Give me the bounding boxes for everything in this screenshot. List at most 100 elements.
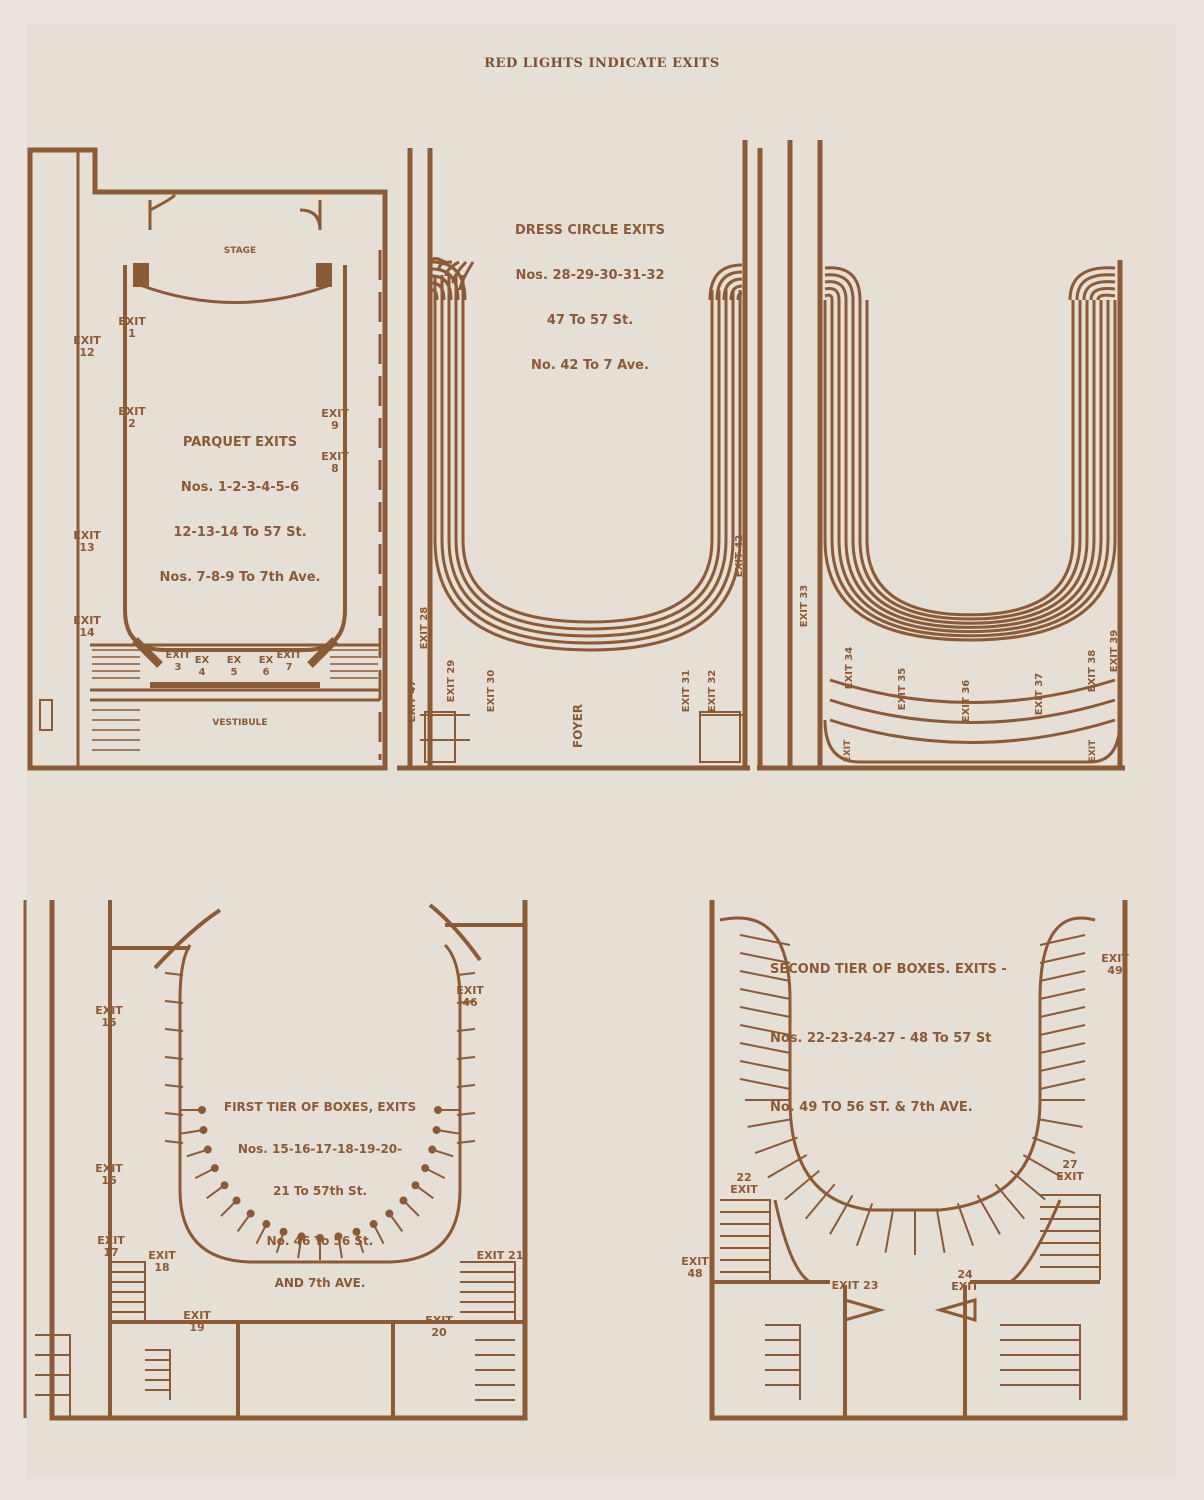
box-partition: [739, 1024, 791, 1036]
tier-line: [1096, 293, 1116, 301]
box-partition: [164, 1000, 184, 1004]
tier-line: [431, 260, 467, 301]
box-partition: [456, 1028, 476, 1032]
box-partition: [739, 952, 791, 964]
tier-line: [722, 277, 743, 301]
paper-page: [26, 24, 1176, 1479]
box-light-marker: [203, 1145, 212, 1154]
exit-label: EXIT 35: [897, 667, 908, 711]
box-partition: [976, 1194, 1001, 1235]
box-partition: [739, 934, 791, 946]
caption-line: 21 To 57th St.: [273, 1184, 367, 1198]
box-partition: [739, 1078, 791, 1090]
box-partition: [747, 1118, 793, 1128]
tier-line: [1082, 280, 1116, 301]
stage-label: STAGE: [223, 246, 257, 256]
box-partition: [456, 1112, 476, 1116]
caption-line: FIRST TIER OF BOXES, EXITS: [223, 1100, 417, 1114]
tier-line: [824, 273, 855, 301]
tier-line: [830, 300, 1110, 638]
caption-line: Nos. 7-8-9 To 7th Ave.: [159, 570, 321, 585]
box-light-marker: [199, 1126, 208, 1135]
caption-line: No. 49 TO 56 ST. & 7th AVE.: [770, 1100, 973, 1115]
tier-line: [865, 300, 1075, 617]
exit-label: EX 5: [226, 655, 242, 678]
box-partition: [1010, 1169, 1046, 1201]
exit-label: EXIT 18: [148, 1249, 176, 1274]
caption-line: DRESS CIRCLE EXITS: [515, 223, 665, 238]
box-partition: [456, 1140, 476, 1144]
tier-line: [431, 267, 460, 301]
exit-label: EXIT 19: [183, 1309, 211, 1334]
box-partition: [1039, 1078, 1086, 1090]
caption-line: AND 7th AVE.: [274, 1276, 366, 1290]
page-title: RED LIGHTS INDICATE EXITS: [484, 56, 720, 71]
tier-line: [715, 270, 743, 301]
caption-line: 12-13-14 To 57 St.: [173, 525, 307, 540]
tier-line: [431, 281, 446, 301]
first-tier-caption: FIRST TIER OF BOXES, EXITS Nos. 15-16-17…: [215, 1072, 425, 1304]
box-light-marker: [220, 1181, 229, 1190]
box-partition: [956, 1203, 975, 1246]
exit-label: 24 EXIT: [951, 1268, 979, 1293]
box-partition: [164, 1140, 184, 1144]
parquet-plan: [27, 147, 388, 771]
exit-label: EXIT: [1088, 739, 1098, 763]
box-partition: [767, 1154, 808, 1179]
dress-circle-caption: DRESS CIRCLE EXITS Nos. 28-29-30-31-32 4…: [480, 193, 700, 388]
box-partition: [884, 1208, 895, 1253]
box-partition: [739, 988, 791, 1000]
box-light-marker: [334, 1232, 343, 1241]
parquet-caption: PARQUET EXITS Nos. 1-2-3-4-5-6 12-13-14 …: [140, 405, 340, 600]
caption-line: No. 42 To 7 Ave.: [531, 358, 649, 373]
box-light-marker: [432, 1126, 441, 1135]
box-partition: [739, 1042, 791, 1054]
caption-line: Nos. 15-16-17-18-19-20-: [237, 1142, 403, 1156]
exit-label: EXIT 3: [165, 650, 191, 673]
exit-label: EXIT 46: [456, 984, 484, 1009]
box-partition: [456, 972, 476, 976]
exit-label: EXIT 39: [1109, 629, 1120, 673]
box-partition: [804, 1183, 836, 1220]
exit-label: EXIT 33: [799, 584, 810, 628]
exit-label: EXIT 34: [844, 646, 855, 690]
box-partition: [754, 1136, 798, 1154]
exit-label: EXIT 32: [707, 669, 718, 713]
box-partition: [1039, 1060, 1086, 1072]
exit-label: EXIT 37: [1034, 672, 1045, 716]
exit-label: EXIT 17: [97, 1234, 125, 1259]
box-light-marker: [428, 1145, 437, 1154]
tier-line: [823, 300, 1117, 642]
box-partition: [456, 1000, 476, 1004]
exit-label: EXIT 47: [407, 679, 418, 723]
exit-label: EXIT 20: [425, 1314, 453, 1339]
tier-line: [444, 260, 460, 277]
second-tier-plan: [709, 900, 1128, 1421]
box-light-marker: [421, 1164, 430, 1173]
box-light-marker: [297, 1232, 306, 1241]
box-partition: [935, 1208, 946, 1253]
box-partition: [1022, 1154, 1063, 1179]
box-partition: [739, 1060, 791, 1072]
exit-label: EXIT 29: [446, 659, 457, 703]
box-partition: [829, 1194, 854, 1235]
caption-line: 47 To 57 St.: [546, 313, 634, 328]
tier-line: [824, 293, 834, 301]
box-partition: [1039, 1006, 1086, 1018]
box-partition: [855, 1203, 874, 1246]
tier-line: [824, 266, 862, 301]
caption-line: Nos. 1-2-3-4-5-6: [180, 480, 300, 495]
box-partition: [1039, 1042, 1086, 1054]
tier-line: [844, 300, 1096, 629]
box-partition: [1032, 1136, 1076, 1154]
exit-label: EXIT 28: [419, 606, 430, 650]
caption-line: Nos. 28-29-30-31-32: [515, 268, 665, 283]
exit-label: EXIT 13: [73, 529, 101, 554]
box-partition: [164, 1056, 184, 1060]
box-light-marker: [262, 1220, 271, 1229]
exit-label: EXIT 23: [831, 1279, 879, 1292]
box-partition: [1039, 1024, 1086, 1036]
tier-line: [858, 300, 1082, 621]
box-partition: [784, 1169, 820, 1201]
